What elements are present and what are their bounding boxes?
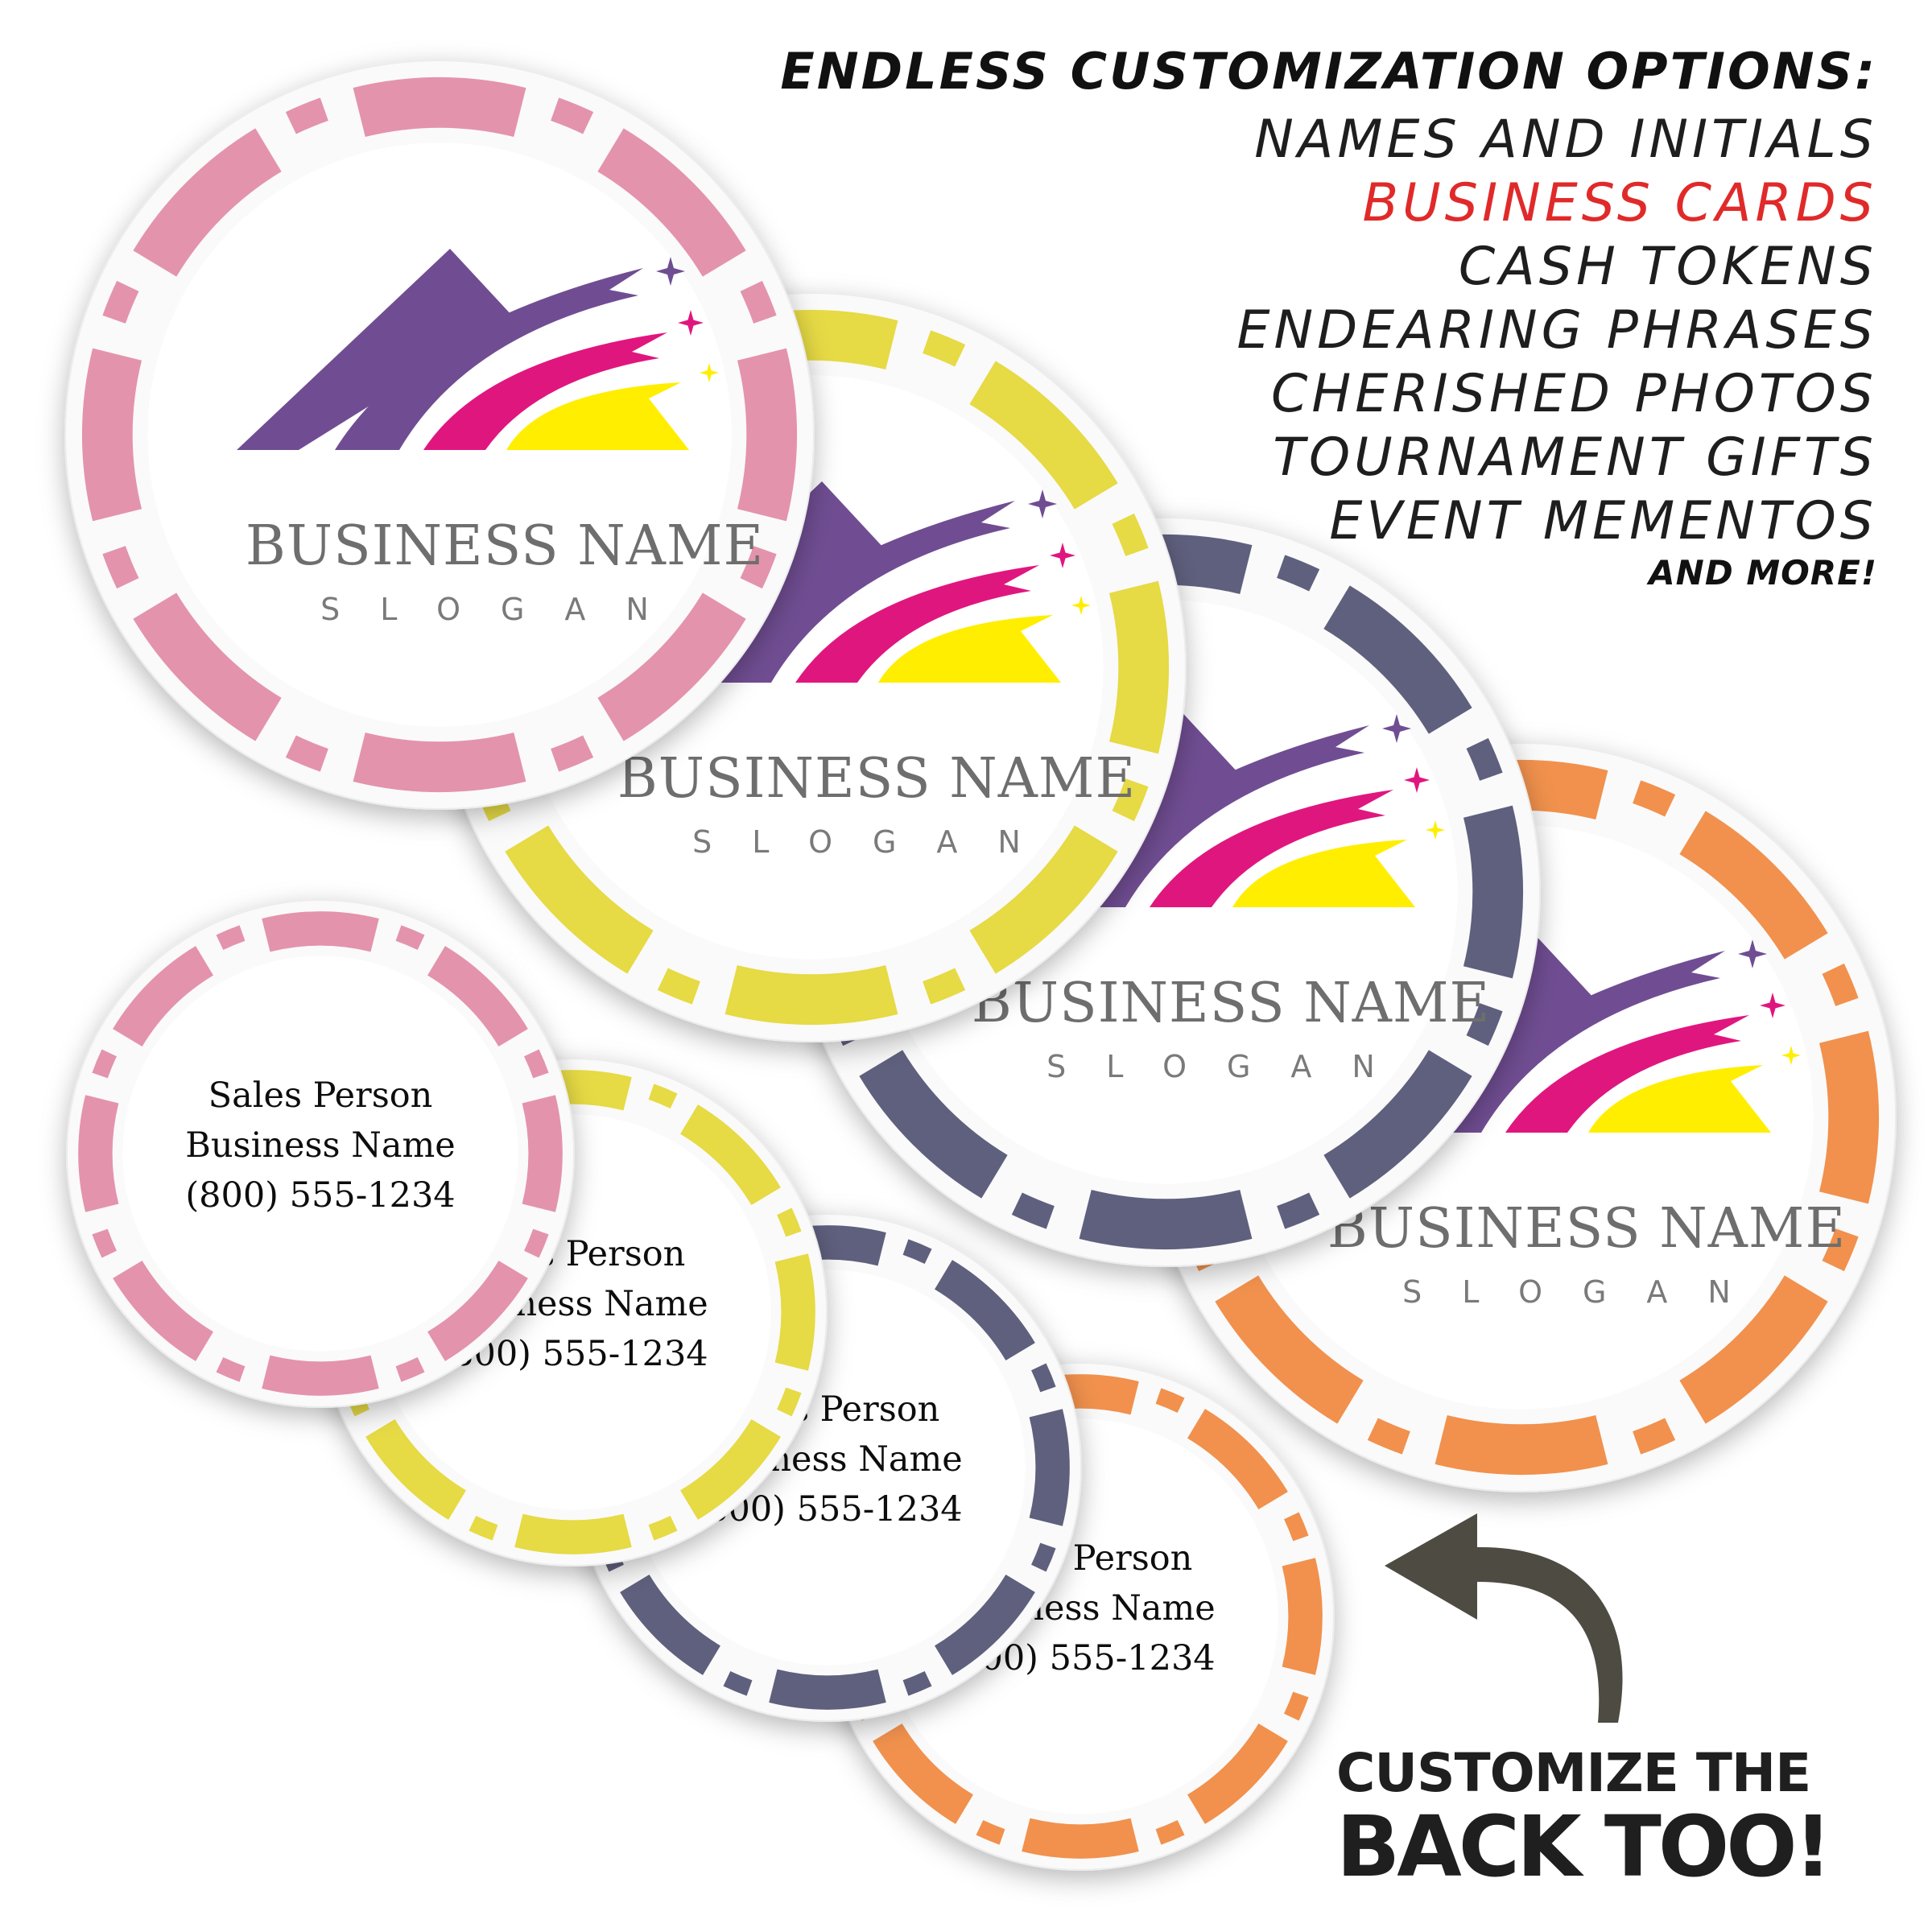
customize-back-callout: CUSTOMIZE THE BACK TOO! <box>1336 1747 1852 1889</box>
business-name-text: BUSINESS NAME <box>1327 1197 1846 1261</box>
sales-person-text: Sales Person <box>208 1075 433 1116</box>
option-item: NAMES AND INITIALS <box>1254 109 1877 170</box>
option-item: CASH TOKENS <box>1458 237 1877 297</box>
option-item: BUSINESS CARDS <box>1362 173 1877 233</box>
curved-arrow-icon <box>1385 1513 1623 1723</box>
chip-edge-stripes <box>78 911 563 1396</box>
option-item: ENDEARING PHRASES <box>1236 300 1877 361</box>
business-name-text: Business Name <box>185 1125 456 1166</box>
options-heading: ENDLESS CUSTOMIZATION OPTIONS: <box>780 42 1877 101</box>
business-name-text: BUSINESS NAME <box>246 514 764 578</box>
option-item: EVENT MEMENTOS <box>1329 491 1877 551</box>
chip-edge-stripes <box>81 76 798 793</box>
phone-number-text: (800) 555-1234 <box>185 1175 455 1216</box>
customization-options-list: ENDLESS CUSTOMIZATION OPTIONS: NAMES AND… <box>750 47 1877 590</box>
chip-front-yellow: BUSINESS NAME SLOGAN <box>436 292 1187 1042</box>
slogan-text: SLOGAN <box>1402 1274 1771 1310</box>
callout-line-2: BACK TOO! <box>1336 1798 1832 1896</box>
slogan-text: SLOGAN <box>692 824 1061 860</box>
options-footer: AND MORE! <box>1649 553 1877 592</box>
mountain-swoosh-logo <box>237 249 719 450</box>
slogan-text: SLOGAN <box>1046 1049 1415 1084</box>
business-name-text: BUSINESS NAME <box>972 972 1490 1035</box>
option-item: TOURNAMENT GIFTS <box>1273 427 1877 488</box>
callout-line-1: CUSTOMIZE THE <box>1336 1742 1811 1804</box>
option-item: CHERISHED PHOTOS <box>1271 364 1877 424</box>
slogan-text: SLOGAN <box>320 592 689 627</box>
chip-front-pink: BUSINESS NAME SLOGAN <box>64 60 815 810</box>
business-logo-face: BUSINESS NAME SLOGAN <box>237 249 764 627</box>
business-name-text: BUSINESS NAME <box>617 747 1136 811</box>
